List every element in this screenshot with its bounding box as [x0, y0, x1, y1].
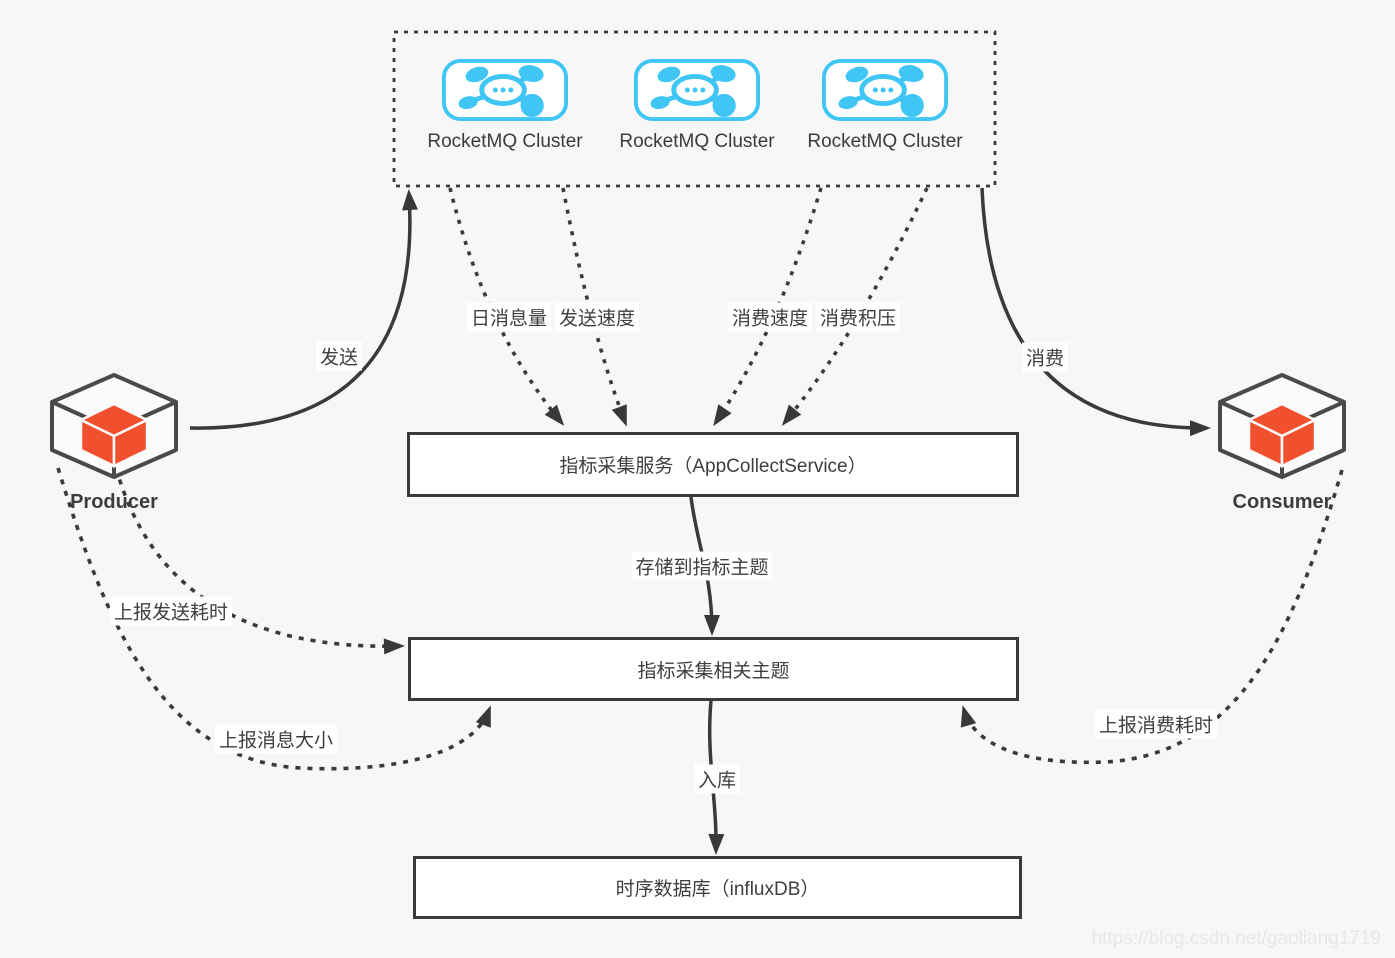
rocketmq-cluster-icon [633, 58, 761, 122]
edge-label-into-db: 入库 [693, 764, 741, 794]
metric-topics-node: 指标采集相关主题 [408, 637, 1019, 701]
rocketmq-cluster-label: RocketMQ Cluster [619, 131, 775, 152]
edge-label-daily-message-volume: 日消息量 [466, 302, 552, 332]
edge-label-consume-speed: 消费速度 [727, 302, 813, 332]
rocketmq-cluster-icon [821, 58, 949, 122]
edge-daily-message-volume [448, 187, 565, 426]
rocketmq-cluster-node: RocketMQ Cluster [790, 58, 980, 153]
consumer-label: Consumer [1232, 491, 1332, 513]
edge-label-report-consume-cost: 上报消费耗时 [1094, 709, 1218, 739]
producer-label: Producer [70, 491, 158, 513]
edge-label-store-to-topic: 存储到指标主题 [631, 551, 773, 581]
edge-send [189, 189, 418, 430]
consumer-node: Consumer [1202, 372, 1362, 514]
rocketmq-cluster-label: RocketMQ Cluster [807, 131, 963, 152]
rocketmq-cluster-icon [441, 58, 569, 122]
edge-label-consume: 消费 [1021, 342, 1069, 372]
collect-service-node: 指标采集服务（AppCollectService） [407, 432, 1019, 497]
edge-report-message-size [56, 467, 491, 771]
rocketmq-cluster-label: RocketMQ Cluster [427, 131, 583, 152]
edge-label-report-send-cost: 上报发送耗时 [109, 596, 233, 626]
rocketmq-cluster-node: RocketMQ Cluster [602, 58, 792, 153]
edge-label-report-message-size: 上报消息大小 [214, 724, 338, 754]
edge-label-send: 发送 [315, 341, 363, 371]
edge-label-send-speed: 发送速度 [554, 302, 640, 332]
package-cube-icon [48, 372, 180, 480]
rocketmq-cluster-node: RocketMQ Cluster [410, 58, 600, 153]
timeseries-db-node: 时序数据库（influxDB） [413, 856, 1022, 919]
edge-consume [980, 187, 1211, 437]
producer-node: Producer [34, 372, 194, 514]
cluster-group-border [392, 30, 997, 188]
edge-label-consume-backlog: 消费积压 [815, 302, 901, 332]
package-cube-icon [1216, 372, 1348, 480]
edge-report-consume-cost [960, 469, 1344, 765]
watermark: https://blog.csdn.net/gaoliang1719 [1091, 928, 1381, 949]
rocketmq-cluster-group: RocketMQ Cluster [394, 32, 995, 186]
